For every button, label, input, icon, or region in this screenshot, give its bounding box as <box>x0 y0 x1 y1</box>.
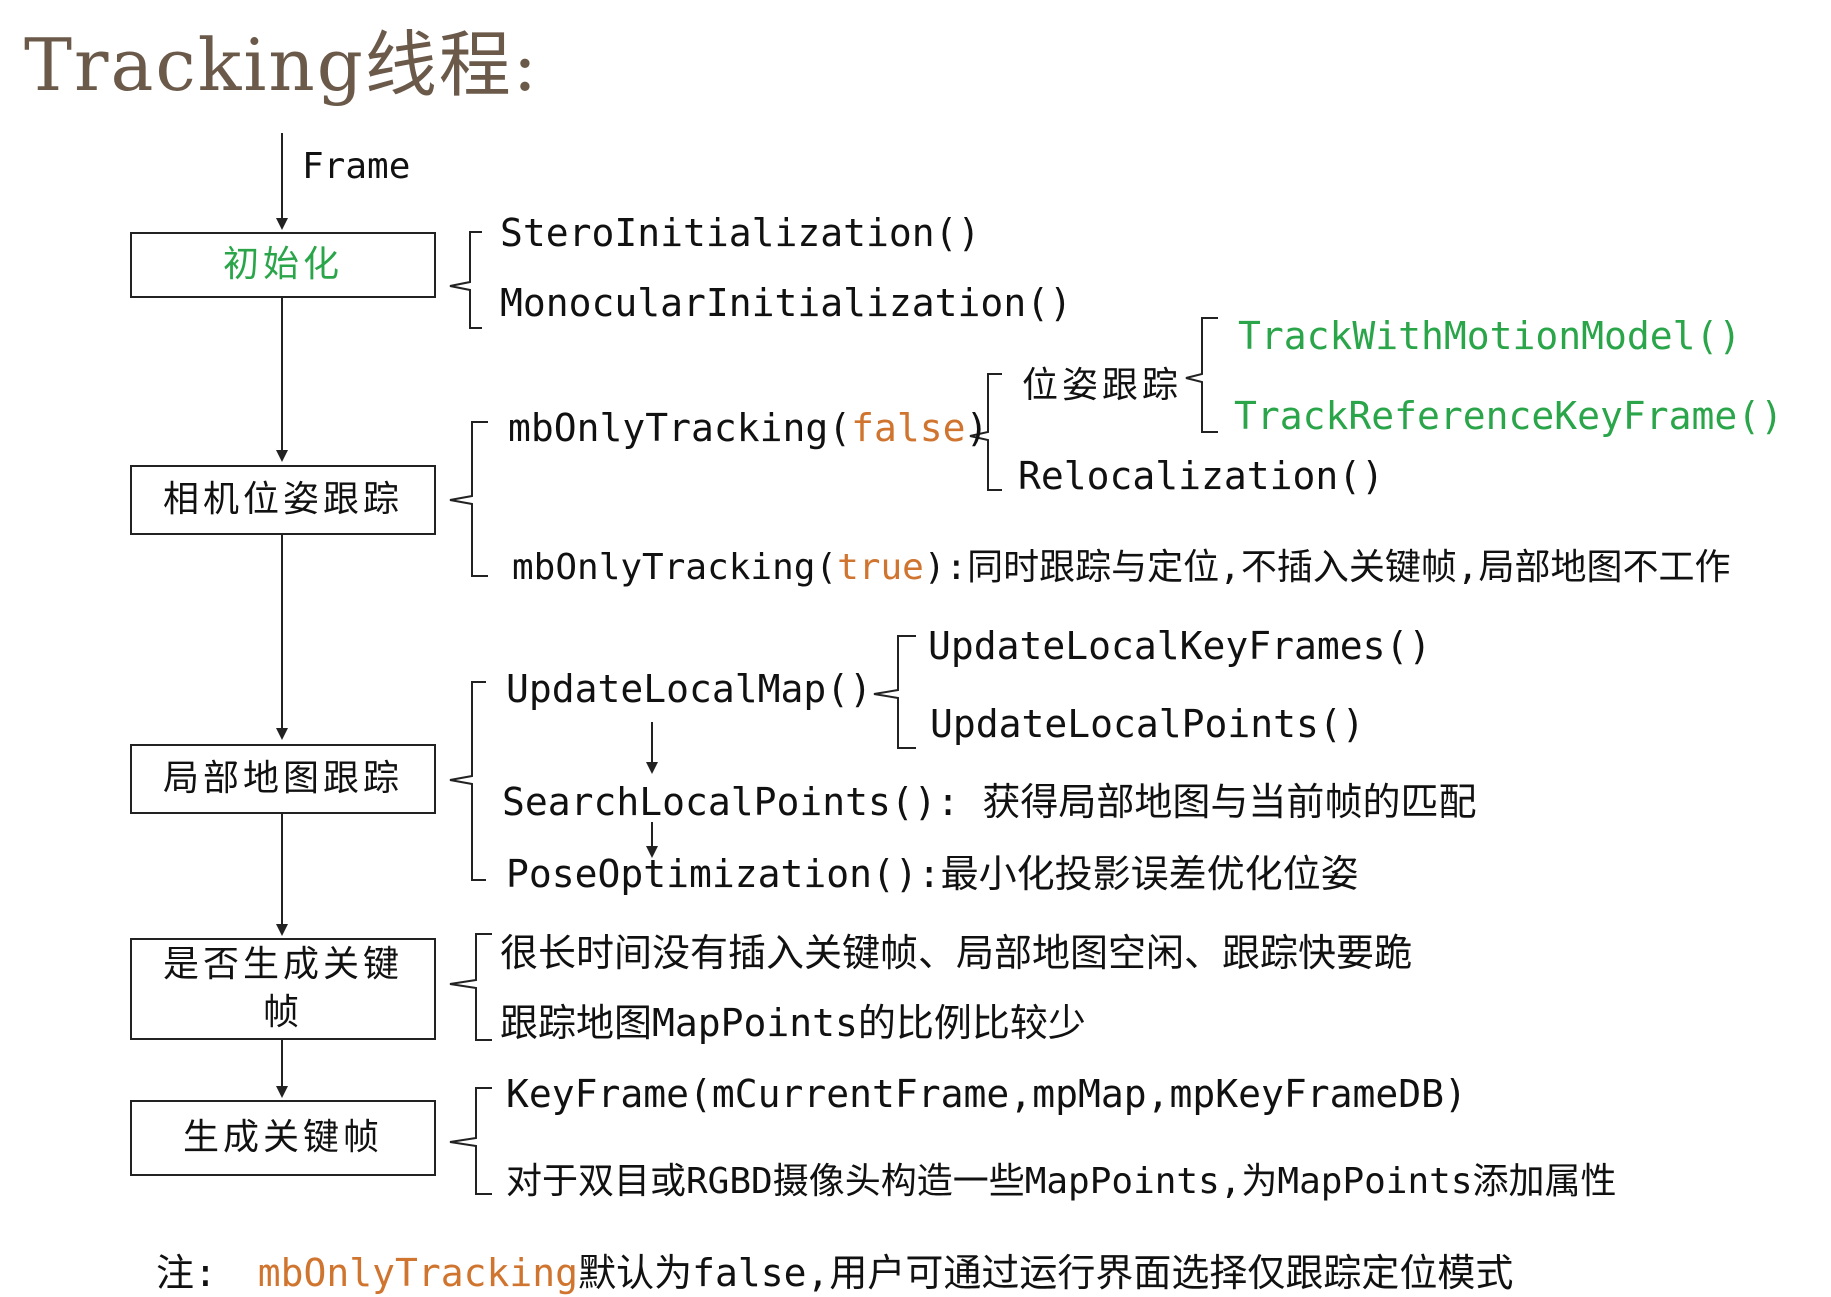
brace-create <box>449 1087 492 1195</box>
stereo-init-text: SteroInitialization() <box>500 211 981 255</box>
brace-updatemap <box>873 635 916 749</box>
box-init: 初始化 <box>130 232 436 298</box>
pose-optimization-text: PoseOptimization():最小化投影误差优化位姿 <box>506 852 1359 896</box>
only-tracking-false-text: mbOnlyTracking(false) <box>508 406 988 450</box>
frame-label: Frame <box>302 146 411 187</box>
box-create-keyframe: 生成关键帧 <box>130 1100 436 1176</box>
brace-init <box>449 231 482 329</box>
note-prefix: 注: <box>156 1251 240 1295</box>
relocalization-text: Relocalization() <box>1018 454 1385 498</box>
update-local-points-text: UpdateLocalPoints() <box>930 702 1365 746</box>
only-false-value: false <box>851 406 966 450</box>
brace-only-false <box>969 373 1002 491</box>
page-title: Tracking线程: <box>24 23 540 107</box>
mono-init-text: MonocularInitialization() <box>500 281 1072 325</box>
update-local-keyframes-text: UpdateLocalKeyFrames() <box>928 624 1432 668</box>
only-true-value: true <box>837 547 924 588</box>
only-false-suffix: ) <box>965 406 989 450</box>
stereo-rgbd-mappoints-text: 对于双目或RGBD摄像头构造一些MapPoints,为MapPoints添加属性 <box>506 1161 1617 1202</box>
track-motion-model-text: TrackWithMotionModel() <box>1238 314 1742 358</box>
note-highlight: mbOnlyTracking <box>257 1251 579 1295</box>
track-reference-keyframe-text: TrackReferenceKeyFrame() <box>1234 394 1784 438</box>
keyframe-ctor-text: KeyFrame(mCurrentFrame,mpMap,mpKeyFrameD… <box>506 1072 1467 1116</box>
brace-localmap <box>449 681 486 881</box>
brace-pose-tracking <box>1185 317 1218 433</box>
update-local-map-text: UpdateLocalMap() <box>506 667 873 711</box>
box-camera-pose-tracking: 相机位姿跟踪 <box>130 465 436 535</box>
brace-decision <box>449 933 492 1041</box>
only-true-prefix: mbOnlyTracking( <box>512 547 838 588</box>
pose-tracking-label: 位姿跟踪 <box>1022 365 1183 406</box>
keyframe-condition-1-text: 很长时间没有插入关键帧、局部地图空闲、跟踪快要跪 <box>500 931 1413 975</box>
only-true-suffix: ):同时跟踪与定位,不插入关键帧,局部地图不工作 <box>923 547 1731 588</box>
search-local-points-text: SearchLocalPoints(): 获得局部地图与当前帧的匹配 <box>502 780 1477 824</box>
brace-camera <box>449 421 488 577</box>
note-suffix: 默认为false,用户可通过运行界面选择仅跟踪定位模式 <box>578 1251 1514 1295</box>
keyframe-condition-2-text: 跟踪地图MapPoints的比例比较少 <box>500 1001 1086 1045</box>
only-false-prefix: mbOnlyTracking( <box>508 406 852 450</box>
footnote: 注: mbOnlyTracking默认为false,用户可通过运行界面选择仅跟踪… <box>156 1242 1513 1297</box>
only-tracking-true-text: mbOnlyTracking(true):同时跟踪与定位,不插入关键帧,局部地图… <box>512 538 1731 590</box>
box-keyframe-decision: 是否生成关键帧 <box>130 938 436 1040</box>
box-local-map-tracking: 局部地图跟踪 <box>130 744 436 814</box>
